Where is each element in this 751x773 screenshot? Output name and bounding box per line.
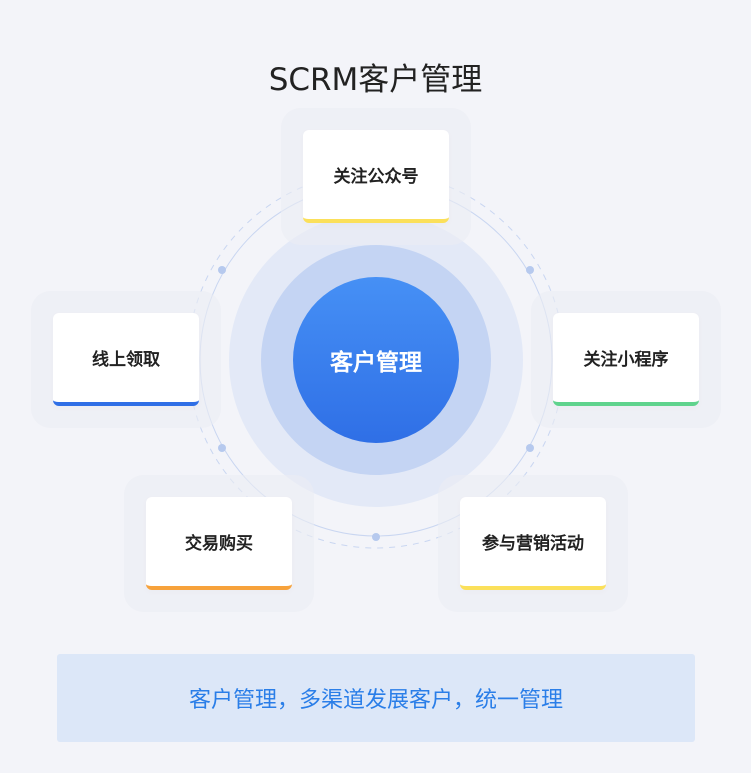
card-online-claim: 线上领取 [53, 313, 199, 406]
card-label: 线上领取 [92, 350, 160, 370]
card-label: 交易购买 [185, 534, 253, 554]
card-follow-official-account: 关注公众号 [303, 130, 449, 223]
card-label: 关注公众号 [333, 167, 419, 187]
card-marketing-activity: 参与营销活动 [460, 497, 606, 590]
card-label: 关注小程序 [583, 350, 669, 370]
card-label: 参与营销活动 [482, 534, 584, 554]
card-purchase: 交易购买 [146, 497, 292, 590]
card-follow-mini-program: 关注小程序 [553, 313, 699, 406]
summary-banner: 客户管理，多渠道发展客户，统一管理 [57, 654, 695, 742]
page-title: SCRM客户管理 [268, 62, 483, 98]
center-node: 客户管理 [293, 277, 459, 443]
